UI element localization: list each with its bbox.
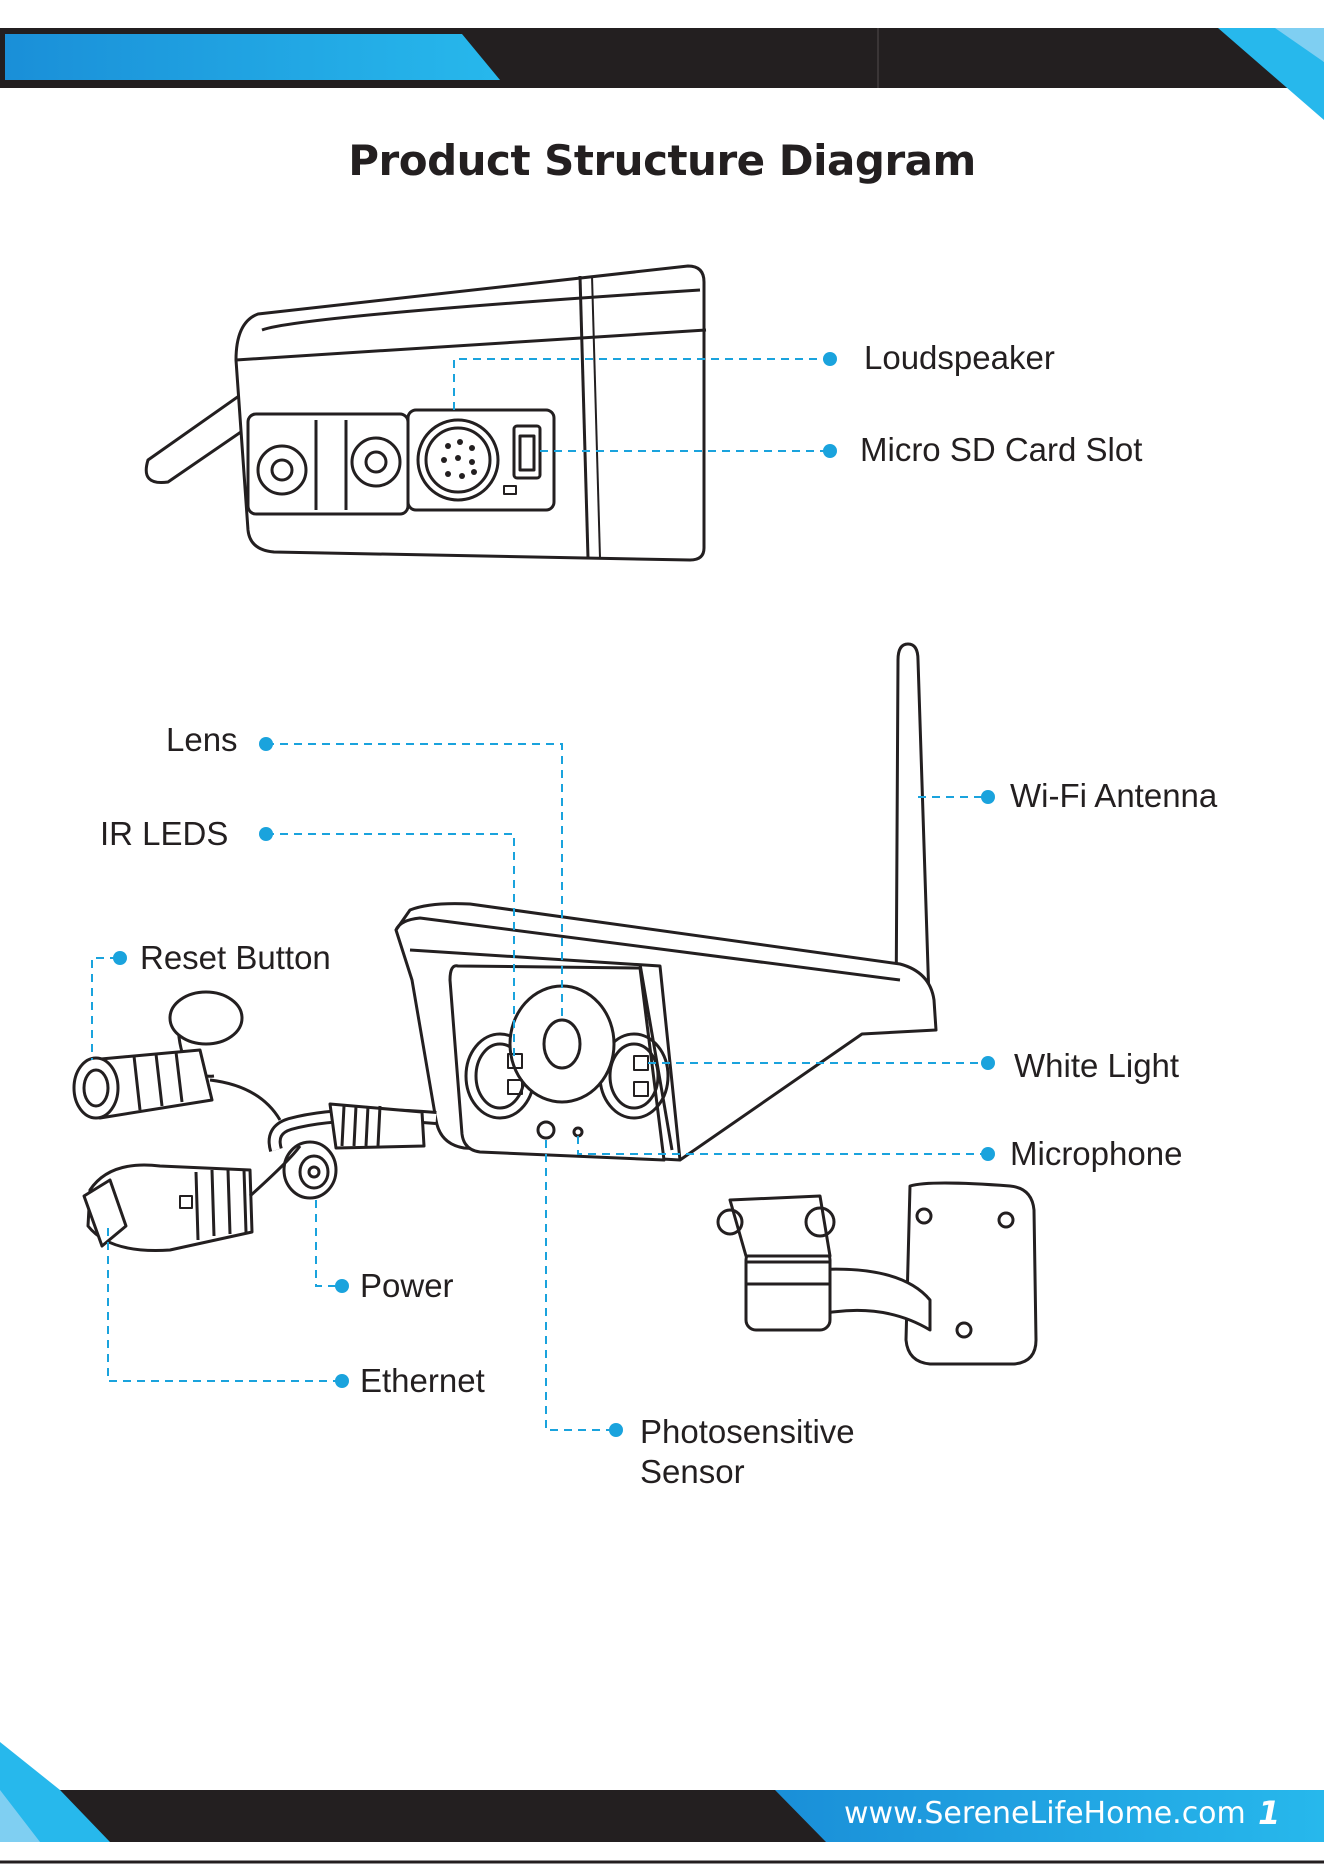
label-microphone: Microphone (1010, 1134, 1182, 1174)
camera-rear-view-illustration (146, 266, 706, 560)
label-photosensitive-line2: Sensor (640, 1452, 745, 1492)
label-micro-sd-card-slot: Micro SD Card Slot (860, 430, 1142, 470)
label-reset-button: Reset Button (140, 938, 331, 978)
label-lens: Lens (166, 720, 238, 760)
footer-page-number: 1 (1258, 1794, 1280, 1832)
header-band (0, 28, 1324, 120)
footer-website: www.SereneLifeHome.com (844, 1796, 1246, 1831)
label-loudspeaker: Loudspeaker (864, 338, 1055, 378)
label-power: Power (360, 1266, 454, 1306)
label-ir-leds: IR LEDS (100, 814, 228, 854)
label-wifi-antenna: Wi-Fi Antenna (1010, 776, 1217, 816)
label-photosensitive-line1: Photosensitive (640, 1412, 855, 1452)
page-title: Product Structure Diagram (0, 136, 1324, 185)
label-ethernet: Ethernet (360, 1361, 485, 1401)
label-white-light: White Light (1014, 1046, 1179, 1086)
